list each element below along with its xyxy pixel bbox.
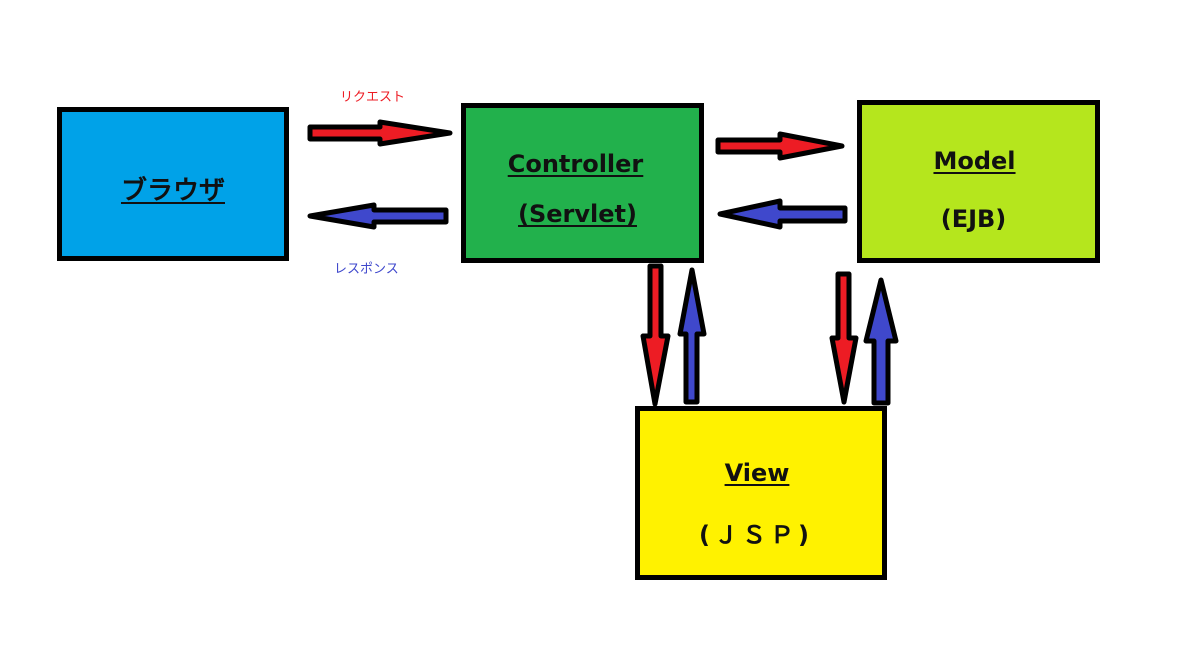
arrow-response-view-to-controller [677, 267, 707, 405]
controller-label: Controller [507, 150, 644, 178]
model-label: Model [933, 147, 1016, 175]
view-label: View [724, 459, 790, 487]
arrow-request-controller-to-view [640, 263, 671, 407]
response-caption: レスポンス [334, 262, 399, 277]
arrow-response-view-to-model [863, 277, 899, 406]
model-node: Model (EJB) [857, 100, 1100, 263]
request-caption: リクエスト [340, 90, 406, 105]
view-node: View (ＪＳＰ) [635, 406, 887, 580]
model-sublabel: (EJB) [940, 205, 1007, 233]
controller-sublabel: (Servlet) [518, 200, 637, 228]
arrow-response-model-to-controller [717, 198, 848, 230]
arrow-request-model-to-view [829, 271, 859, 405]
view-sublabel: (ＪＳＰ) [699, 521, 813, 549]
controller-node: Controller (Servlet) [461, 103, 704, 263]
browser-label: ブラウザ [120, 176, 225, 206]
arrow-response-controller-to-browser [307, 202, 449, 230]
arrow-request-browser-to-controller [307, 119, 453, 147]
arrow-request-controller-to-model [715, 131, 845, 161]
browser-node: ブラウザ [57, 107, 289, 261]
